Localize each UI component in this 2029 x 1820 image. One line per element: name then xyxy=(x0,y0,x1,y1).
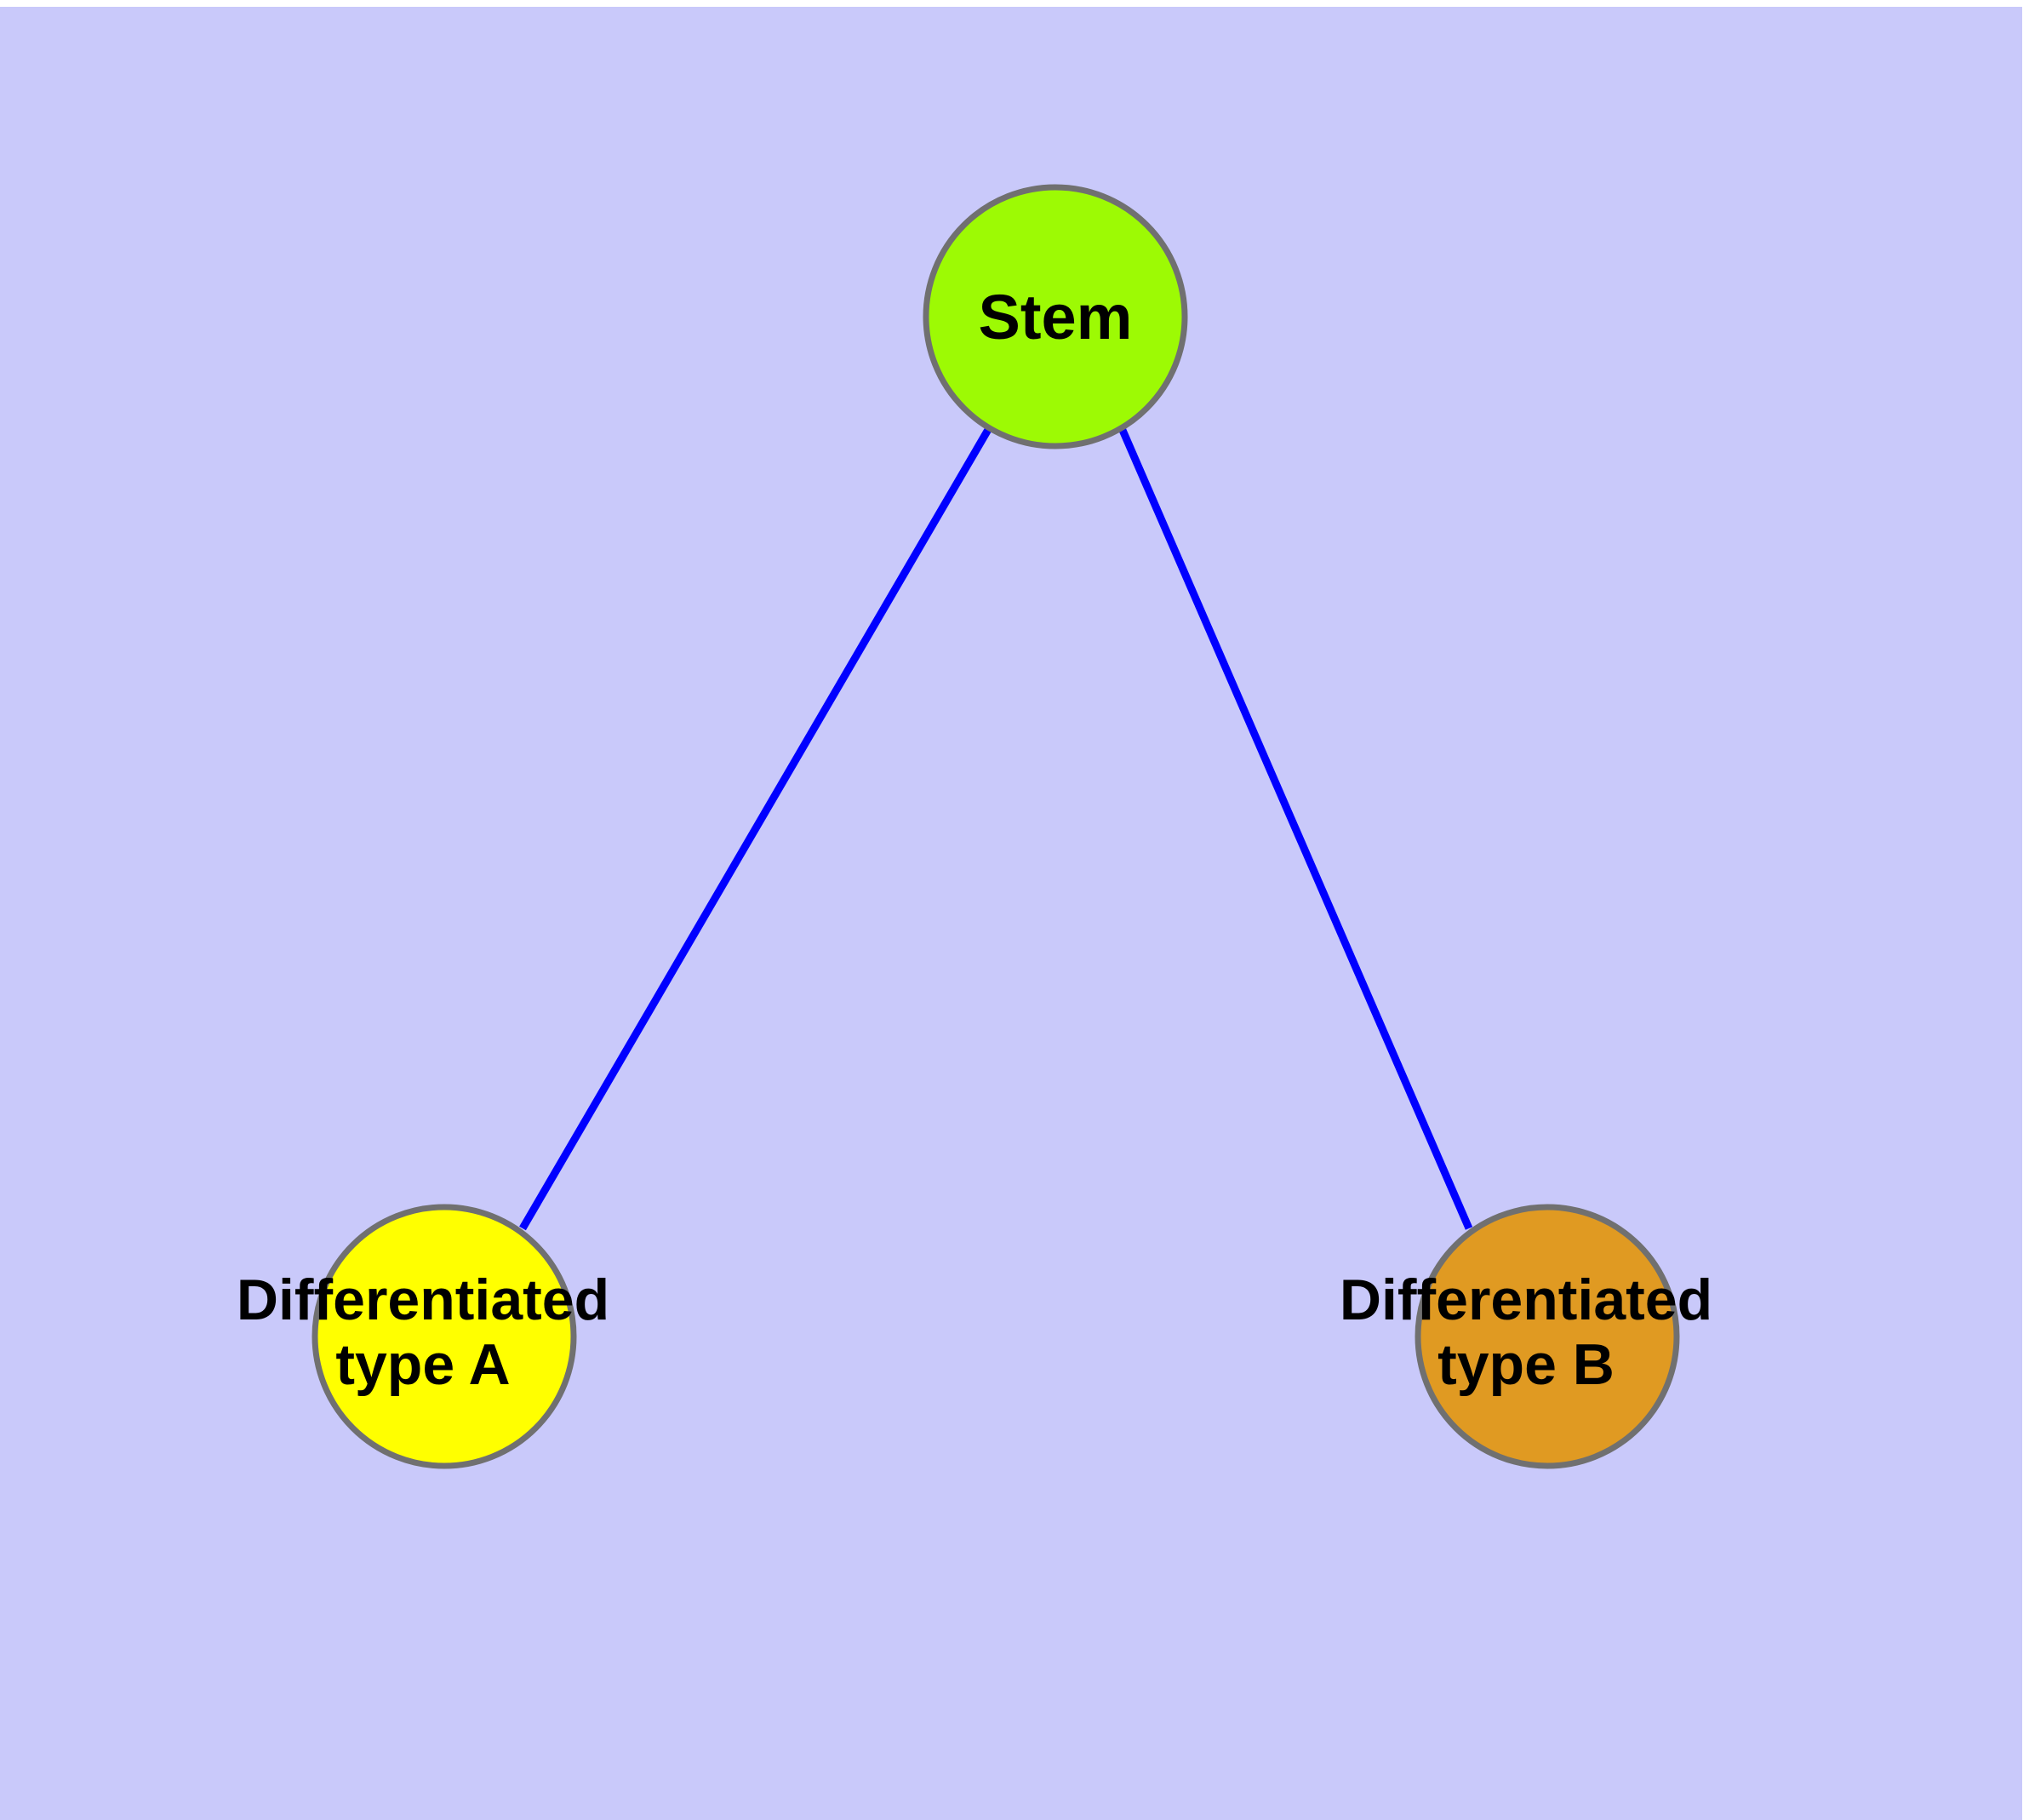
node-label-line: type B xyxy=(1437,1332,1615,1397)
edge-stem-to-differentiated-a xyxy=(519,426,992,1231)
node-differentiated-type-a[interactable] xyxy=(311,1204,577,1469)
node-label-stem: Stem xyxy=(979,282,1133,352)
node-stem[interactable] xyxy=(923,184,1188,449)
node-label-line: Stem xyxy=(979,282,1133,352)
node-label-line: Differentiated xyxy=(237,1268,609,1332)
edge-layer xyxy=(519,426,1473,1231)
node-layer xyxy=(311,184,1680,1469)
node-differentiated-type-b[interactable] xyxy=(1415,1204,1680,1469)
node-label-line: Differentiated xyxy=(1340,1268,1712,1332)
edge-stem-to-differentiated-b xyxy=(1117,426,1473,1230)
node-label-line: type A xyxy=(335,1332,510,1397)
